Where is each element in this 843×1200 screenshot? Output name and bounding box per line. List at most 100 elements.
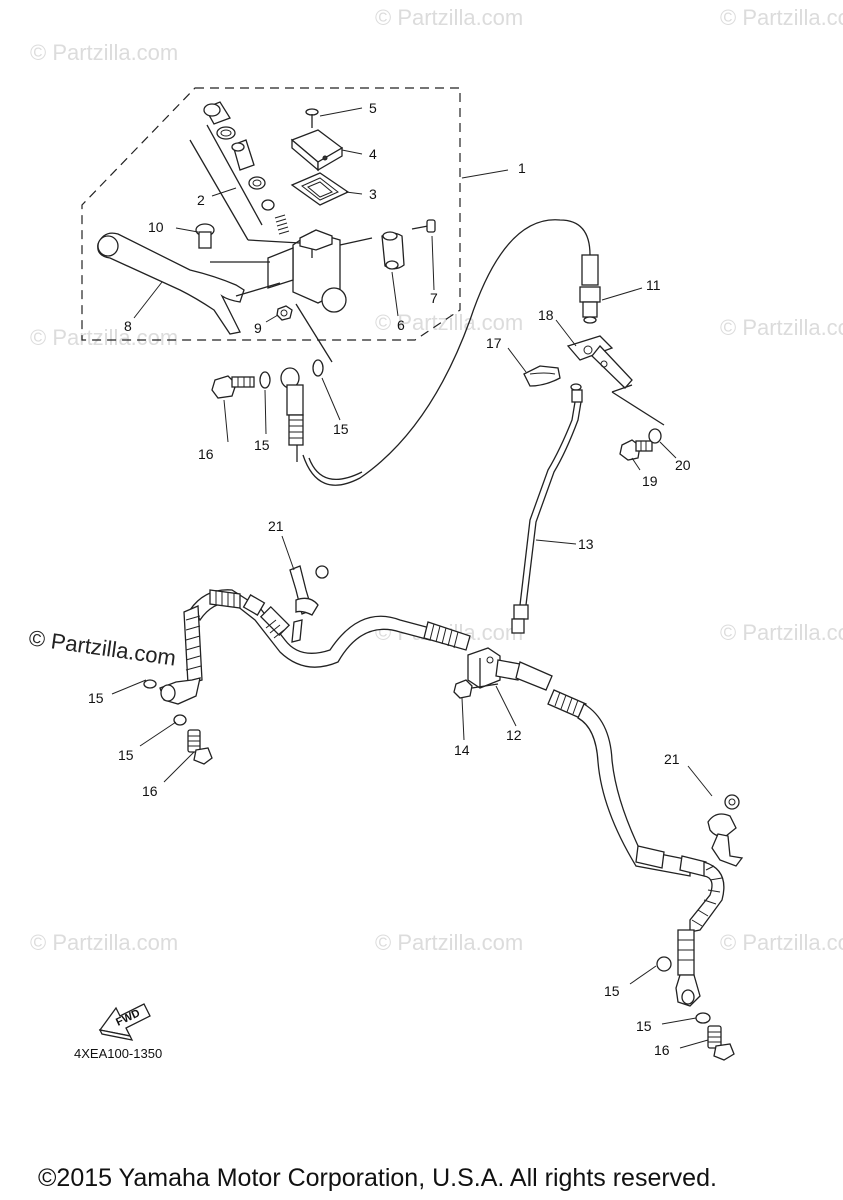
watermark: © Partzilla.com bbox=[375, 310, 523, 335]
watermark: © Partzilla.com bbox=[375, 5, 523, 30]
hose-armor-lines bbox=[265, 619, 285, 639]
brake-pipe-13 bbox=[511, 383, 583, 634]
hose-armor-lines bbox=[185, 615, 202, 671]
fwd-arrow-icon: FWD bbox=[98, 1003, 151, 1041]
leader bbox=[295, 303, 333, 363]
callout-5: 5 bbox=[369, 100, 377, 116]
union-bolt-16-left bbox=[187, 729, 213, 765]
hose-guide-18 bbox=[566, 335, 633, 389]
leader-lines bbox=[111, 107, 713, 1049]
hose-collar bbox=[635, 845, 665, 869]
hose-armor-lines bbox=[554, 691, 579, 715]
banjo-right bbox=[675, 974, 701, 1007]
nut-9 bbox=[276, 305, 293, 321]
hose-armor-lines bbox=[215, 590, 235, 607]
callout-17: 17 bbox=[486, 335, 502, 351]
washer-15 bbox=[695, 1012, 711, 1024]
diaphragm-3 bbox=[290, 172, 350, 206]
pivot-bolt-10 bbox=[195, 223, 270, 263]
callout-21: 21 bbox=[268, 518, 284, 534]
callout-9: 9 bbox=[254, 320, 262, 336]
hose-bracket-21-left bbox=[289, 565, 329, 643]
hose-clamp-17 bbox=[523, 365, 561, 387]
watermark-layer: © Partzilla.com © Partzilla.com © Partzi… bbox=[27, 5, 843, 955]
washer-15 bbox=[312, 359, 324, 377]
watermark: © Partzilla.com bbox=[720, 930, 843, 955]
leader bbox=[611, 384, 633, 393]
watermark: © Partzilla.com bbox=[30, 325, 178, 350]
hose-armor-lines bbox=[691, 865, 723, 927]
callout-14: 14 bbox=[454, 742, 470, 758]
leader bbox=[611, 391, 665, 426]
clamp-6 bbox=[381, 231, 405, 270]
callout-13: 13 bbox=[578, 536, 594, 552]
callout-15: 15 bbox=[636, 1018, 652, 1034]
callout-8: 8 bbox=[124, 318, 132, 334]
callout-3: 3 bbox=[369, 186, 377, 202]
callout-21: 21 bbox=[664, 751, 680, 767]
union-bolt-16 bbox=[211, 375, 255, 399]
watermark: © Partzilla.com bbox=[720, 315, 843, 340]
callout-16: 16 bbox=[654, 1042, 670, 1058]
hose-armor bbox=[209, 589, 241, 609]
master-cylinder-body bbox=[267, 229, 373, 313]
watermark: © Partzilla.com bbox=[720, 5, 843, 30]
callout-15: 15 bbox=[118, 747, 134, 763]
callout-16: 16 bbox=[142, 783, 158, 799]
hose-end-upper bbox=[280, 367, 304, 462]
callout-16: 16 bbox=[198, 446, 214, 462]
lower-right-hose bbox=[577, 703, 691, 877]
upper-brake-hose bbox=[302, 219, 591, 486]
hose-collar bbox=[495, 659, 521, 681]
washer-15 bbox=[173, 714, 187, 726]
callout-15: 15 bbox=[254, 437, 270, 453]
lower-hose-group bbox=[143, 565, 744, 1061]
callout-12: 12 bbox=[506, 727, 522, 743]
callout-6: 6 bbox=[397, 317, 405, 333]
upper-hose-group bbox=[211, 219, 591, 486]
hose-fitting-11 bbox=[579, 254, 601, 324]
union-bolt-16-right bbox=[707, 1025, 735, 1061]
washer-15 bbox=[259, 371, 271, 389]
callout-11: 11 bbox=[646, 277, 661, 293]
hose-collar bbox=[515, 661, 553, 691]
watermark: © Partzilla.com bbox=[30, 930, 178, 955]
washer-15 bbox=[656, 956, 672, 972]
callout-4: 4 bbox=[369, 146, 377, 162]
callouts: 5 4 3 1 2 10 8 9 6 7 11 18 17 16 15 15 2… bbox=[88, 100, 691, 1058]
assembly-boundary bbox=[81, 87, 461, 341]
hose-armor bbox=[423, 621, 471, 651]
callout-10: 10 bbox=[148, 219, 164, 235]
screw-5 bbox=[305, 108, 319, 128]
banjo-left bbox=[159, 677, 201, 705]
callout-20: 20 bbox=[675, 457, 691, 473]
copyright-notice: ©2015 Yamaha Motor Corporation, U.S.A. A… bbox=[38, 1164, 717, 1192]
watermark-bold: © Partzilla.com bbox=[27, 625, 177, 670]
bolt-7 bbox=[411, 219, 436, 233]
watermark: © Partzilla.com bbox=[720, 620, 843, 645]
callout-15: 15 bbox=[604, 983, 620, 999]
hose-bracket-21-right bbox=[707, 794, 744, 867]
washer-15 bbox=[143, 679, 157, 689]
hose-collar bbox=[677, 929, 695, 976]
callout-1: 1 bbox=[518, 160, 526, 176]
callout-19: 19 bbox=[642, 473, 658, 489]
bolt-19 bbox=[619, 439, 653, 461]
watermark: © Partzilla.com bbox=[30, 40, 178, 65]
callout-15: 15 bbox=[333, 421, 349, 437]
watermark: © Partzilla.com bbox=[375, 930, 523, 955]
brake-lever-8 bbox=[97, 232, 245, 335]
reservoir-cap-4 bbox=[290, 129, 344, 172]
bolt-14 bbox=[453, 679, 499, 699]
master-cylinder-group bbox=[97, 101, 436, 363]
part-code: 4XEA100-1350 bbox=[74, 1046, 162, 1061]
piston-kit-2 bbox=[189, 101, 301, 244]
upper-brake-hose bbox=[308, 457, 363, 480]
hose-joint-12 bbox=[467, 647, 501, 689]
leader bbox=[235, 282, 281, 297]
callout-7: 7 bbox=[430, 290, 438, 306]
callout-2: 2 bbox=[197, 192, 205, 208]
callout-18: 18 bbox=[538, 307, 554, 323]
hose-collar bbox=[242, 594, 266, 616]
